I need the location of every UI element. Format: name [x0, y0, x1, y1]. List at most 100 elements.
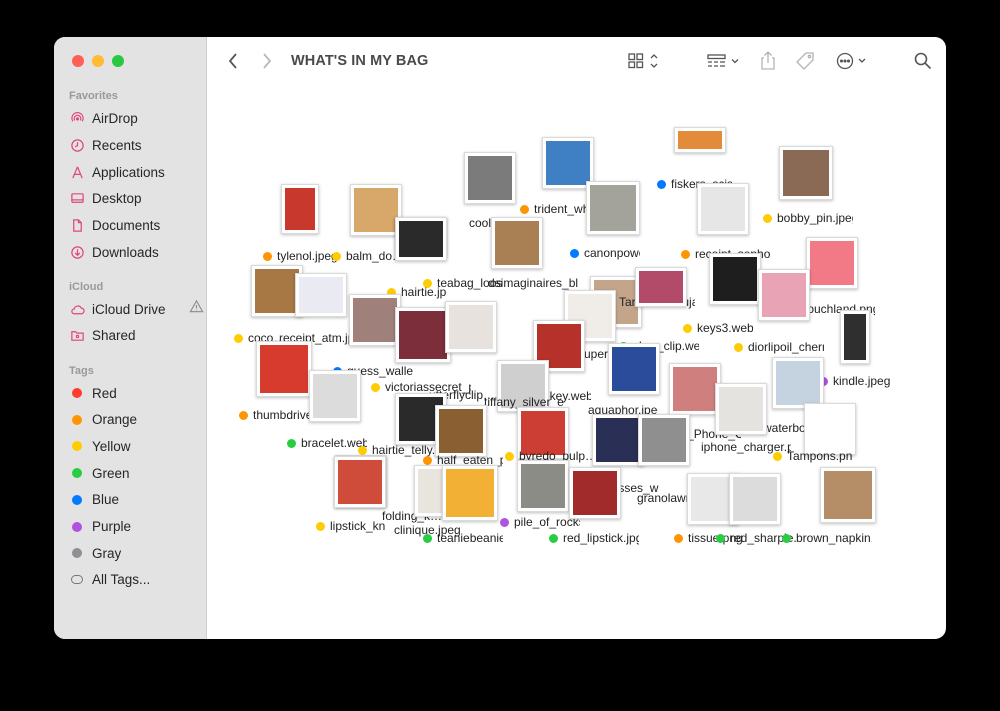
sidebar-tag-item[interactable]: All Tags... [69, 570, 150, 590]
back-button[interactable] [227, 51, 239, 71]
file-thumbnail[interactable] [445, 301, 497, 353]
sidebar-item-desktop[interactable]: Desktop [69, 188, 142, 208]
file-thumbnail[interactable] [256, 341, 312, 397]
file-thumbnail[interactable] [350, 184, 402, 236]
file-thumbnail[interactable] [517, 407, 569, 459]
file-thumbnail[interactable] [806, 237, 858, 289]
file-thumbnail[interactable] [804, 403, 856, 455]
sidebar-tag-item[interactable]: Yellow [69, 436, 131, 456]
file-thumbnail[interactable] [820, 467, 876, 523]
sidebar-tag-item[interactable]: Red [69, 383, 117, 403]
file-label[interactable]: brown_napkin.jpg [782, 531, 872, 545]
file-label[interactable]: bracelet.webp [287, 436, 367, 450]
file-label[interactable]: tiffany_silver_earrings.jpeg [484, 395, 564, 409]
file-thumbnail[interactable] [464, 152, 516, 204]
file-label[interactable]: keys3.webp [683, 321, 753, 335]
file-thumbnail[interactable] [674, 127, 726, 153]
file-label[interactable]: byredo_pulp… [505, 449, 595, 463]
sidebar-item-icloud-drive[interactable]: iCloud Drive [69, 299, 209, 319]
minimize-window-button[interactable] [92, 55, 104, 67]
file-thumbnail[interactable] [772, 357, 824, 409]
file-thumbnail[interactable] [349, 294, 401, 346]
file-label[interactable]: hairtie_telly.jpeg [358, 443, 438, 457]
file-label[interactable]: teabag_loose.jpeg [423, 276, 503, 290]
search-button[interactable] [913, 51, 933, 71]
sidebar-tag-item[interactable]: Gray [69, 543, 121, 563]
file-label[interactable]: bobby_pin.jpeg [763, 211, 853, 225]
file-thumbnail[interactable] [309, 370, 361, 422]
group-by-button[interactable] [706, 51, 742, 71]
file-thumbnail[interactable] [569, 467, 621, 519]
file-thumbnail[interactable] [491, 217, 543, 269]
file-thumbnail[interactable] [715, 383, 767, 435]
sidebar-item-shared[interactable]: Shared [69, 325, 136, 345]
file-thumbnail[interactable] [395, 217, 447, 261]
sidebar-tag-item[interactable]: Orange [69, 410, 137, 430]
file-thumbnail[interactable] [729, 473, 781, 525]
file-label[interactable]: pile_of_rocks.jpeg [500, 515, 580, 529]
file-label[interactable]: Tampons.png [773, 449, 853, 463]
file-label[interactable]: iphone_charger.png [701, 440, 791, 454]
file-thumbnail[interactable] [517, 460, 569, 512]
file-label[interactable]: tissue.png [674, 531, 743, 545]
sidebar-tag-item[interactable]: Blue [69, 490, 119, 510]
sidebar-tag-item[interactable]: Purple [69, 517, 131, 537]
file-thumbnail[interactable] [608, 343, 660, 395]
file-thumbnail[interactable] [592, 414, 644, 466]
file-thumbnail[interactable] [542, 137, 594, 189]
file-thumbnail[interactable] [669, 363, 721, 415]
file-thumbnail[interactable] [435, 405, 487, 457]
file-label[interactable]: kindle.jpeg [819, 374, 890, 388]
sidebar-item-recents[interactable]: Recents [69, 135, 142, 155]
file-label[interactable]: canonpowershot.jpeg [570, 246, 640, 260]
file-label[interactable]: teaniebeanie_inch.png [423, 531, 503, 545]
file-label[interactable]: aquaphor.jpeg [588, 403, 658, 417]
file-thumbnail[interactable] [709, 253, 761, 305]
sidebar-item-downloads[interactable]: Downloads [69, 242, 159, 262]
file-thumbnail[interactable] [497, 360, 549, 412]
tag-dot [674, 534, 683, 543]
file-thumbnail[interactable] [395, 307, 451, 363]
sidebar-item-documents[interactable]: Documents [69, 215, 160, 235]
file-preview-image [468, 156, 512, 200]
file-label[interactable]: victoriassecret_perfu…are.webp [371, 380, 471, 394]
forward-button[interactable] [261, 51, 273, 71]
sidebar-item-applications[interactable]: Applications [69, 162, 165, 182]
file-label[interactable]: clinique.jpeg [394, 523, 461, 537]
file-thumbnail[interactable] [586, 181, 640, 235]
file-preview-image [783, 150, 829, 196]
file-thumbnail[interactable] [635, 267, 687, 307]
file-thumbnail[interactable] [295, 273, 347, 317]
file-thumbnail[interactable] [251, 265, 303, 317]
file-thumbnail[interactable] [281, 184, 319, 234]
file-preview-image [354, 188, 398, 232]
file-thumbnail[interactable] [638, 414, 690, 466]
more-actions-button[interactable] [835, 51, 871, 71]
file-label[interactable]: hairtie.jpeg [387, 285, 447, 299]
share-button[interactable] [759, 51, 777, 71]
file-label[interactable]: tylenol.jpeg [263, 249, 338, 263]
shared-folder-icon [69, 327, 85, 343]
file-label[interactable]: red_sharpie.jpeg [716, 531, 796, 545]
file-thumbnail[interactable] [334, 456, 386, 508]
sidebar-tag-item[interactable]: Green [69, 463, 130, 483]
view-mode-button[interactable] [627, 51, 663, 71]
close-window-button[interactable] [72, 55, 84, 67]
cloud-icon [69, 301, 85, 317]
sidebar-item-airdrop[interactable]: AirDrop [69, 108, 138, 128]
file-label[interactable]: balm_do…m.webp [332, 249, 402, 263]
file-label[interactable]: diorlipoil_cherry.… [734, 340, 824, 354]
file-label[interactable]: lipstick_knife.jpeg [316, 519, 386, 533]
file-thumbnail[interactable] [840, 310, 870, 364]
file-thumbnail[interactable] [442, 465, 498, 521]
file-label[interactable]: dsimaginaires_bla…bet.webp [488, 276, 578, 290]
file-thumbnail[interactable] [697, 183, 749, 235]
tag-button[interactable] [795, 51, 817, 71]
file-thumbnail[interactable] [758, 269, 810, 321]
file-label[interactable]: half_eaten_p… [423, 453, 503, 467]
file-thumbnail[interactable] [779, 146, 833, 200]
zoom-window-button[interactable] [112, 55, 124, 67]
warning-icon[interactable] [189, 299, 205, 315]
file-label[interactable]: red_lipstick.jpg [549, 531, 639, 545]
file-thumbnail[interactable] [564, 290, 616, 342]
